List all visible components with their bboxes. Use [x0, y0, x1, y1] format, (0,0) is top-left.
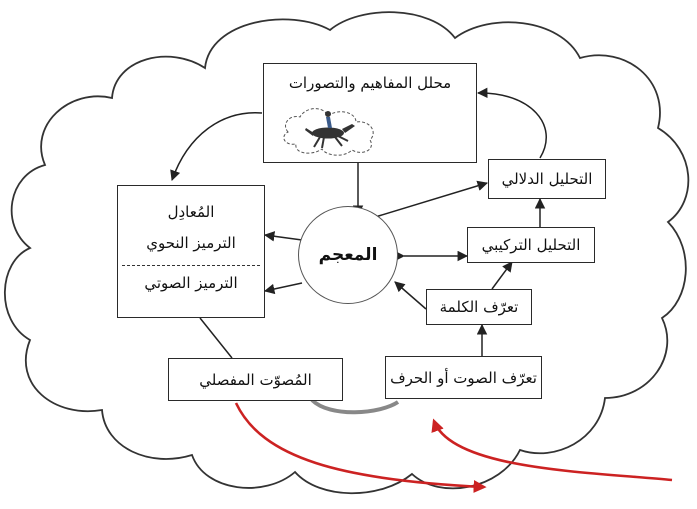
semantic-analysis-box: التحليل الدلالي [488, 159, 606, 199]
arrow-lexicon-to-phonetic-code [263, 282, 303, 295]
word-recognition-label: تعرّف الكلمة [439, 298, 519, 316]
red-arrow-speech-in [431, 418, 673, 482]
arrow-semantic-to-concepts [476, 87, 547, 159]
syntactic-analysis-box: التحليل التركيبي [467, 227, 595, 263]
feedback-curve [310, 398, 400, 415]
arrow-lexicon-to-syntactic-code [263, 231, 303, 242]
phonetic-code-label: الترميز الصوتي [144, 274, 238, 292]
equalizer-divider [122, 265, 260, 266]
articulator-box: المُصوّت المفصلي [168, 358, 343, 401]
arrow-word-to-lexicon [394, 281, 427, 310]
word-recognition-box: تعرّف الكلمة [426, 289, 532, 325]
equalizer-box: المُعادِل الترميز النحوي الترميز الصوتي [117, 185, 265, 318]
sound-recognition-box: تعرّف الصوت أو الحرف [385, 356, 542, 399]
semantic-analysis-label: التحليل الدلالي [501, 170, 593, 188]
sound-recognition-label: تعرّف الصوت أو الحرف [390, 368, 537, 387]
horse-rider-icon [283, 108, 374, 156]
concepts-label: محلل المفاهيم والتصورات [288, 74, 452, 92]
arrow-concepts-to-equalizer [170, 112, 263, 181]
lexicon-label: المعجم [318, 245, 378, 265]
syntactic-code-label: الترميز النحوي [146, 234, 236, 252]
concepts-box: محلل المفاهيم والتصورات [263, 63, 477, 163]
lexicon-circle: المعجم [298, 206, 398, 304]
line-equalizer-to-articulator [199, 317, 233, 359]
red-arrow-speech-out [234, 402, 487, 493]
articulator-label: المُصوّت المفصلي [199, 370, 312, 389]
arrow-word-to-syntactic [491, 261, 513, 290]
syntactic-analysis-label: التحليل التركيبي [481, 236, 581, 254]
equalizer-title: المُعادِل [167, 203, 215, 221]
arrow-lexicon-to-semantic [371, 180, 489, 219]
